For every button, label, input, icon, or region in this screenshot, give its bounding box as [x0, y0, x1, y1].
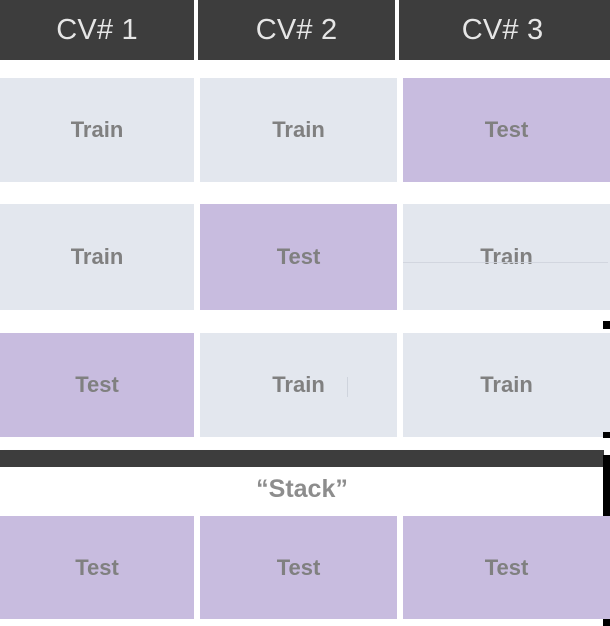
fold-2-cell-cv3: Train	[403, 204, 610, 310]
column-header-band: CV# 1 CV# 2 CV# 3	[0, 0, 610, 60]
cell-gap	[397, 78, 403, 182]
stacked-cell-cv3: Test	[403, 516, 610, 619]
header-divider-1	[194, 0, 198, 60]
cell-gap	[194, 516, 200, 619]
fold-2-cell-cv1: Train	[0, 204, 194, 310]
frame-tick-lower	[603, 432, 610, 438]
column-header-cv1: CV# 1	[56, 13, 138, 46]
cell-gap	[397, 333, 403, 437]
cell-gap	[194, 333, 200, 437]
column-header-cv2: CV# 2	[255, 13, 338, 46]
fold-1-cell-cv1: Train	[0, 78, 194, 182]
scan-artifact-dot	[347, 377, 348, 397]
fold-row-1: Train Train Test	[0, 78, 610, 182]
stacked-test-row: Test Test Test	[0, 516, 610, 619]
stack-label: “Stack”	[0, 467, 604, 511]
fold-1-cell-cv2: Train	[200, 78, 397, 182]
column-header-cv3: CV# 3	[461, 13, 544, 46]
fold-3-cell-cv1: Test	[0, 333, 194, 437]
fold-3-cell-cv2: Train	[200, 333, 397, 437]
header-divider-2	[395, 0, 399, 60]
fold-3-cell-cv3: Train	[403, 333, 610, 437]
fold-row-3: Test Train Train	[0, 333, 610, 437]
stacked-cell-cv2: Test	[200, 516, 397, 619]
frame-tick-upper	[603, 321, 610, 329]
cell-gap	[397, 204, 403, 310]
scan-artifact-line	[403, 262, 608, 263]
stack-separator-bar	[0, 450, 604, 467]
fold-2-cell-cv2: Test	[200, 204, 397, 310]
fold-row-2: Train Test Train	[0, 204, 610, 310]
fold-1-cell-cv3: Test	[403, 78, 610, 182]
stacked-cell-cv1: Test	[0, 516, 194, 619]
cell-gap	[194, 204, 200, 310]
cell-gap	[397, 516, 403, 619]
cell-gap	[194, 78, 200, 182]
